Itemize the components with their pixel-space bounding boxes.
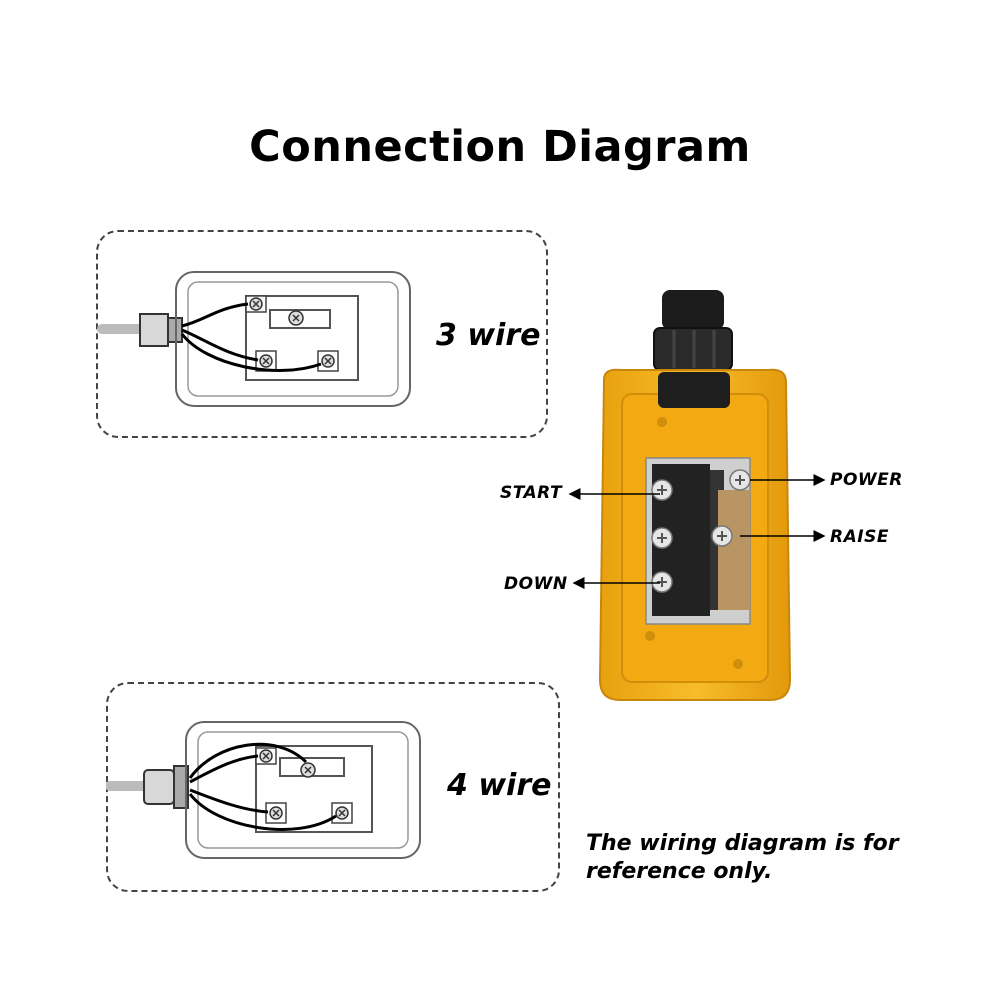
down-label: DOWN <box>504 574 568 594</box>
screw-terminal <box>288 310 304 326</box>
three-wire-schematic <box>97 271 411 407</box>
screw-terminal <box>317 350 339 372</box>
wire <box>189 788 269 814</box>
screw <box>651 571 673 593</box>
copper-contact <box>718 490 750 610</box>
cable-gland <box>139 313 169 347</box>
cable-gland-top <box>662 290 724 330</box>
screw <box>729 469 751 491</box>
housing-inner <box>197 731 409 849</box>
wire <box>189 754 259 784</box>
terminal-plate <box>255 745 373 833</box>
screw <box>651 527 673 549</box>
screw-terminal <box>255 747 277 765</box>
page-title: Connection Diagram <box>249 122 751 172</box>
wire <box>181 328 259 362</box>
start-label: START <box>500 483 563 503</box>
wire <box>181 302 249 328</box>
gland-nut <box>173 765 189 809</box>
housing-inner <box>187 281 399 397</box>
screw <box>711 525 733 547</box>
three-wire-label: 3 wire <box>436 318 541 353</box>
screw-terminal <box>300 762 316 778</box>
screw-terminal <box>331 802 353 824</box>
screw-terminal <box>255 350 277 372</box>
terminal-pointers <box>568 474 826 589</box>
power-label: POWER <box>830 470 903 490</box>
housing-nut <box>658 372 730 408</box>
cable-gland <box>143 769 175 805</box>
four-wire-schematic <box>106 721 421 859</box>
screw-terminal <box>265 802 287 824</box>
switch-box-illustration <box>598 290 792 701</box>
housing-outline <box>185 721 421 859</box>
housing-outline <box>175 271 411 407</box>
three-wire-panel <box>96 230 548 438</box>
reference-note: The wiring diagram is for reference only… <box>586 831 899 884</box>
wire <box>188 742 308 779</box>
wire <box>188 793 337 831</box>
bridge <box>269 309 331 329</box>
raise-label: RAISE <box>830 527 889 547</box>
wire <box>180 333 322 372</box>
four-wire-label: 4 wire <box>447 768 552 803</box>
screw <box>651 479 673 501</box>
terminal-plate <box>245 295 359 381</box>
screw-terminal <box>245 295 267 313</box>
